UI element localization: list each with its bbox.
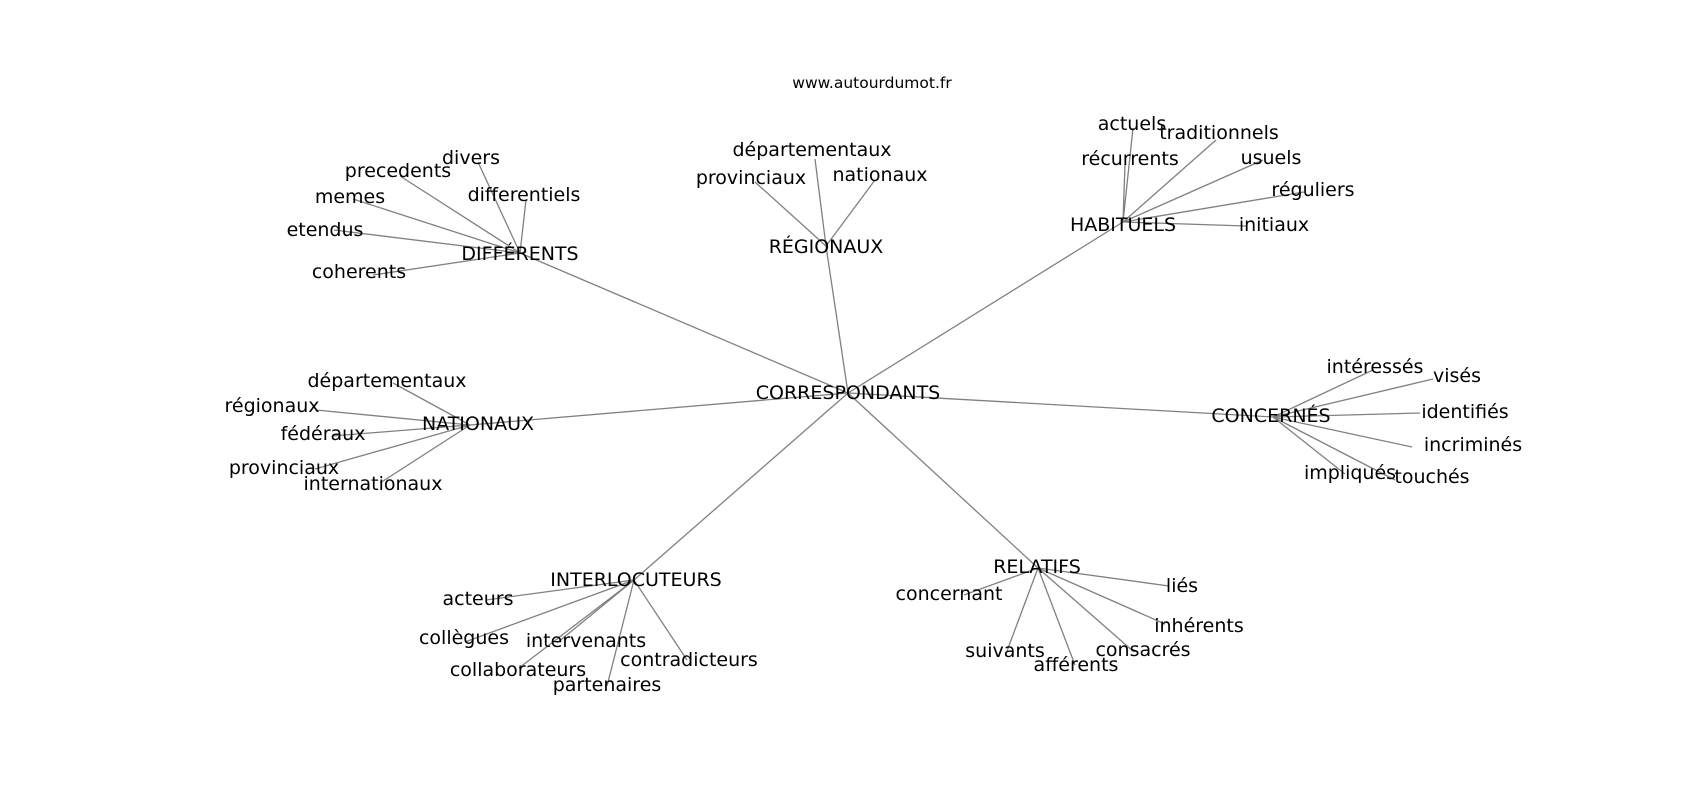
edge-center-relatifs [847, 392, 1039, 569]
word-node-relatifs-consacres: consacrés [1095, 639, 1190, 661]
group-node-differents: DIFFÉRENTS [461, 242, 578, 265]
center-node-label: CORRESPONDANTS [756, 382, 941, 404]
edge-concernes-impliques [1272, 416, 1346, 475]
edge-relatifs-afferents [1037, 567, 1076, 666]
word-node-interlocuteurs-collegues: collègues [419, 627, 509, 649]
word-node-interlocuteurs-contradicteurs: contradicteurs [620, 649, 758, 671]
word-node-interlocuteurs-collaborateurs: collaborateurs [450, 659, 586, 681]
edge-differents-differentiels [519, 199, 527, 254]
group-node-relatifs: RELATIFS [993, 556, 1081, 578]
group-node-concernes: CONCERNÉS [1211, 404, 1330, 427]
edge-relatifs-lies [1037, 567, 1170, 587]
edge-interlocuteurs-acteurs [485, 579, 635, 601]
word-node-differents-etendus: etendus [287, 219, 364, 241]
edge-differents-divers [477, 161, 521, 254]
edge-center-concernes [847, 392, 1274, 418]
site-url: www.autourdumot.fr [792, 74, 952, 92]
word-node-nationaux-departementaux: départementaux [307, 370, 466, 392]
word-node-nationaux-provinciaux: provinciaux [229, 457, 339, 479]
word-node-habituels-traditionnels: traditionnels [1159, 122, 1279, 144]
word-node-regionaux-nationaux: nationaux [832, 164, 927, 186]
edge-nationaux-regionaux [315, 409, 471, 426]
group-node-regionaux: RÉGIONAUX [769, 235, 884, 258]
word-node-differents-differentiels: differentiels [468, 184, 581, 206]
edge-center-differents [519, 252, 849, 394]
edge-interlocuteurs-collaborateurs [518, 579, 635, 669]
edge-habituels-initiaux [1122, 221, 1247, 227]
word-node-differents-divers: divers [442, 147, 500, 169]
word-node-relatifs-concernant: concernant [896, 583, 1003, 605]
word-node-concernes-touches: touchés [1394, 466, 1469, 488]
edge-differents-coherents [372, 252, 521, 276]
word-node-concernes-incrimines: incriminés [1424, 434, 1522, 456]
word-node-regionaux-departementaux: départementaux [732, 139, 891, 161]
edge-nationaux-federaux [331, 424, 471, 437]
edge-interlocuteurs-partenaires [606, 579, 635, 687]
word-node-habituels-recurrents: récurrents [1081, 148, 1179, 170]
edge-habituels-traditionnels [1122, 139, 1217, 223]
edge-center-habituels [847, 221, 1124, 394]
edge-center-interlocuteurs [633, 392, 849, 581]
word-node-relatifs-lies: liés [1166, 575, 1198, 597]
edge-concernes-identifies [1272, 412, 1421, 418]
edge-concernes-interesses [1272, 369, 1374, 418]
word-node-concernes-vises: visés [1433, 365, 1481, 387]
word-node-concernes-interesses: intéressés [1327, 356, 1424, 378]
edge-concernes-incrimines [1272, 416, 1413, 448]
edge-habituels-actuels [1122, 127, 1134, 223]
edge-habituels-recurrents [1122, 163, 1126, 223]
group-node-habituels: HABITUELS [1070, 214, 1176, 236]
group-node-interlocuteurs: INTERLOCUTEURS [550, 569, 721, 591]
word-node-nationaux-federaux: fédéraux [281, 423, 366, 445]
word-node-nationaux-regionaux: régionaux [224, 395, 319, 417]
word-node-regionaux-provinciaux: provinciaux [696, 167, 806, 189]
word-node-interlocuteurs-partenaires: partenaires [553, 674, 662, 696]
edge-relatifs-concernant [963, 567, 1039, 596]
word-node-concernes-impliques: impliqués [1304, 462, 1396, 484]
word-node-relatifs-afferents: afférents [1034, 654, 1119, 676]
edge-nationaux-departementaux [392, 382, 471, 426]
word-node-relatifs-inherents: inhérents [1154, 615, 1244, 637]
edge-relatifs-inherents [1037, 567, 1166, 625]
word-node-habituels-usuels: usuels [1241, 147, 1302, 169]
edge-relatifs-consacres [1037, 567, 1135, 653]
word-node-nationaux-internationaux: internationaux [304, 473, 443, 495]
edge-relatifs-suivants [1006, 567, 1039, 652]
edge-concernes-touches [1272, 416, 1396, 481]
edge-interlocuteurs-contradicteurs [633, 579, 688, 661]
graph-edges [314, 127, 1434, 687]
edge-differents-etendus [333, 229, 521, 254]
edge-habituels-usuels [1122, 159, 1264, 223]
word-node-differents-coherents: coherents [312, 261, 406, 283]
word-node-relatifs-suivants: suivants [965, 640, 1045, 662]
group-node-nationaux: NATIONAUX [422, 413, 534, 435]
word-node-interlocuteurs-acteurs: acteurs [443, 588, 514, 610]
word-node-differents-memes: memes [315, 186, 385, 208]
edge-regionaux-nationaux [825, 179, 876, 247]
edge-habituels-reguliers [1122, 191, 1305, 223]
edge-differents-precedents [399, 175, 521, 254]
word-node-concernes-identifies: identifiés [1421, 401, 1508, 423]
word-node-habituels-actuels: actuels [1098, 113, 1166, 135]
word-node-habituels-reguliers: réguliers [1271, 179, 1354, 201]
edge-regionaux-provinciaux [754, 181, 827, 247]
graph-labels: www.autourdumot.fr CORRESPONDANTS DIFFÉRE… [224, 74, 1522, 696]
edge-interlocuteurs-collegues [464, 579, 635, 643]
edge-concernes-vises [1272, 378, 1434, 418]
edge-differents-memes [352, 198, 521, 254]
word-node-interlocuteurs-intervenants: intervenants [526, 630, 646, 652]
edge-regionaux-departementaux [814, 158, 827, 247]
edge-center-regionaux [825, 245, 849, 394]
edge-center-nationaux [469, 392, 849, 426]
word-node-differents-precedents: precedents [345, 160, 451, 182]
word-node-habituels-initiaux: initiaux [1239, 214, 1309, 236]
edge-nationaux-provinciaux [314, 424, 471, 470]
edge-nationaux-internationaux [379, 424, 471, 484]
